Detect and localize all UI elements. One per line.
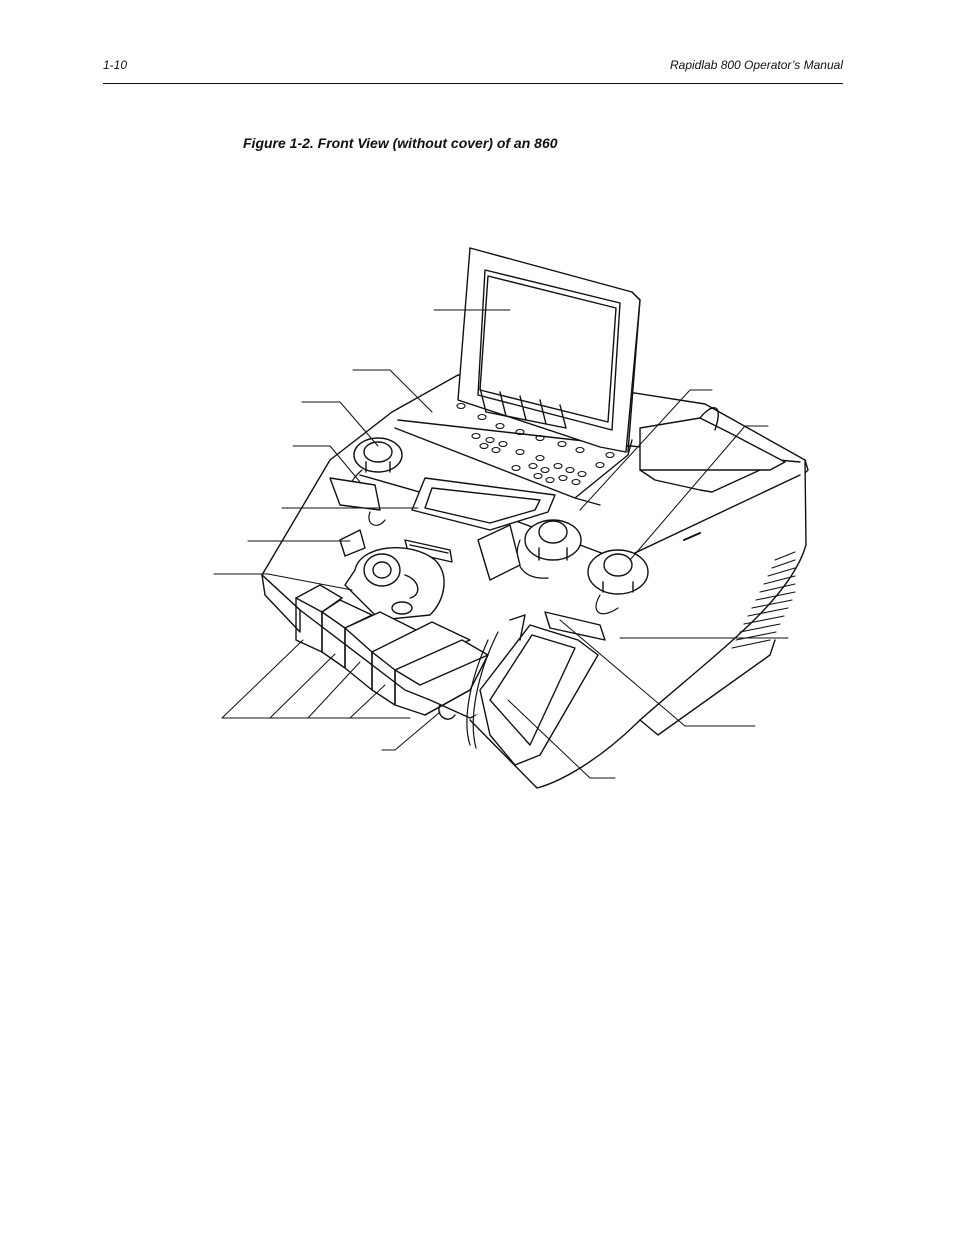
figure-caption: Figure 1-2. Front View (without cover) o…: [243, 135, 558, 151]
printer: [639, 407, 786, 541]
page-header: 1-10 Rapidlab 800 Operator’s Manual: [103, 58, 843, 78]
reagent-packs: [295, 584, 489, 716]
display-screen: [457, 247, 641, 453]
keypad: [456, 402, 615, 486]
callout-lines: [213, 309, 789, 779]
left-knob: [353, 437, 403, 473]
sample-inlet: [329, 477, 521, 581]
page-number: 1-10: [103, 58, 128, 72]
sample-drawer: [438, 611, 606, 766]
measurement-module: [344, 547, 445, 621]
header-rule: [103, 83, 843, 84]
running-title: Rapidlab 800 Operator’s Manual: [670, 58, 843, 72]
right-knob: [587, 549, 649, 595]
center-knob: [524, 519, 582, 561]
sample-port: [411, 477, 556, 531]
